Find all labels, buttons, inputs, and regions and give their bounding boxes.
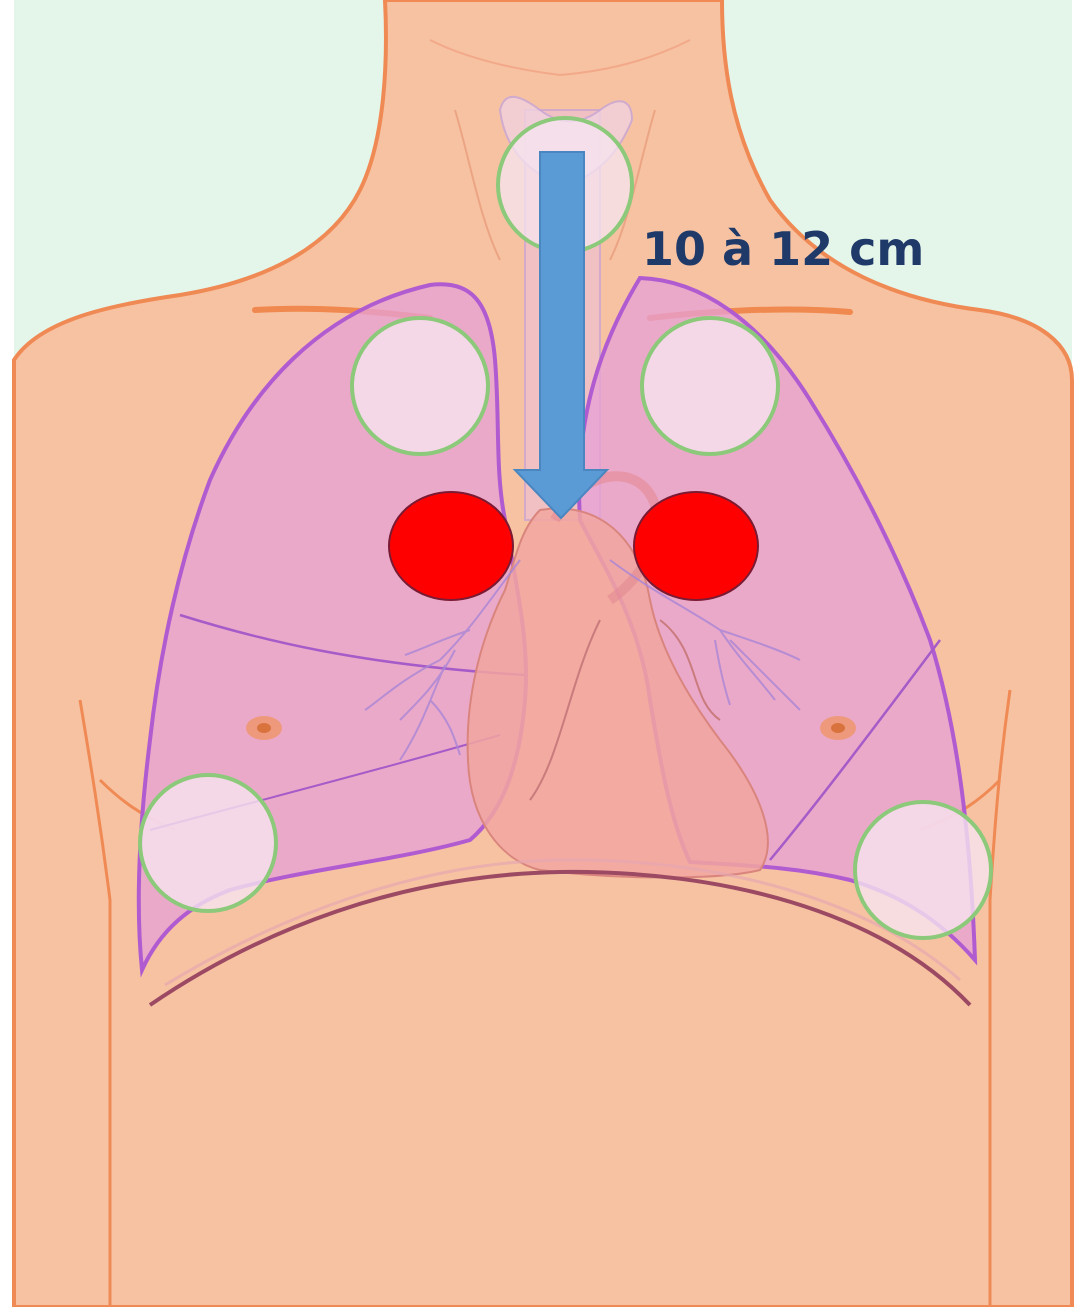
nipple-left-side <box>820 716 856 740</box>
measurement-label: 10 à 12 cm <box>642 222 924 276</box>
frame-left-edge <box>0 0 14 1307</box>
auscultation-circle-lower-right <box>140 775 276 911</box>
red-dot-left <box>634 492 758 600</box>
auscultation-circle-lower-left <box>855 802 991 938</box>
red-dot-right <box>389 492 513 600</box>
nipple-right-side <box>246 716 282 740</box>
auscultation-circle-upper-right <box>352 318 488 454</box>
auscultation-circle-upper-left <box>642 318 778 454</box>
